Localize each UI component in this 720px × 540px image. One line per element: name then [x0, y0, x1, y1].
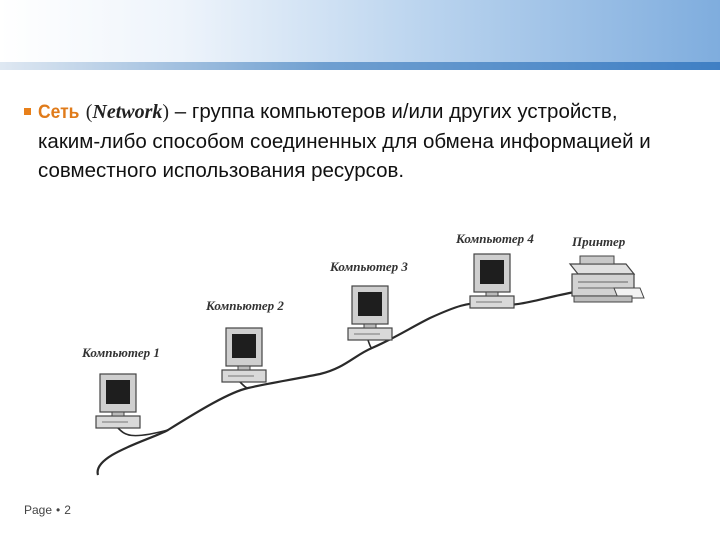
- page-label: Page: [24, 503, 53, 517]
- computer-1-icon: [95, 373, 141, 429]
- computer-2-icon: [221, 327, 267, 383]
- computer-2-label: Компьютер 2: [205, 298, 284, 313]
- computer-1-label: Компьютер 1: [81, 345, 160, 360]
- page-footer: Page•2: [24, 503, 71, 517]
- bullet-square-icon: [24, 108, 31, 115]
- cable-drop-2: [239, 381, 249, 389]
- cable-drop-1: [117, 427, 169, 437]
- footer-separator: •: [56, 503, 61, 517]
- definition-text: – группа компьютеров и/или других устрой…: [38, 100, 651, 182]
- computer-4-label: Компьютер 4: [455, 231, 534, 246]
- cable-drop-3: [367, 339, 373, 349]
- computer-4-icon: [469, 253, 515, 309]
- term-english-text: Network: [92, 101, 163, 123]
- computer-3-label: Компьютер 3: [329, 259, 408, 274]
- page-number: 2: [64, 503, 71, 517]
- printer-icon: [568, 255, 645, 303]
- printer-label: Принтер: [571, 234, 626, 249]
- term-network-en: (Network): [85, 101, 170, 123]
- header-gradient-band: [0, 0, 720, 62]
- computer-3-icon: [347, 285, 393, 341]
- header-rule: [0, 62, 720, 70]
- network-cable: [96, 290, 576, 476]
- definition-paragraph: Сеть (Network) – группа компьютеров и/ил…: [38, 97, 664, 185]
- term-network-ru: Сеть: [38, 102, 80, 123]
- definition-block: Сеть (Network) – группа компьютеров и/ил…: [24, 97, 664, 185]
